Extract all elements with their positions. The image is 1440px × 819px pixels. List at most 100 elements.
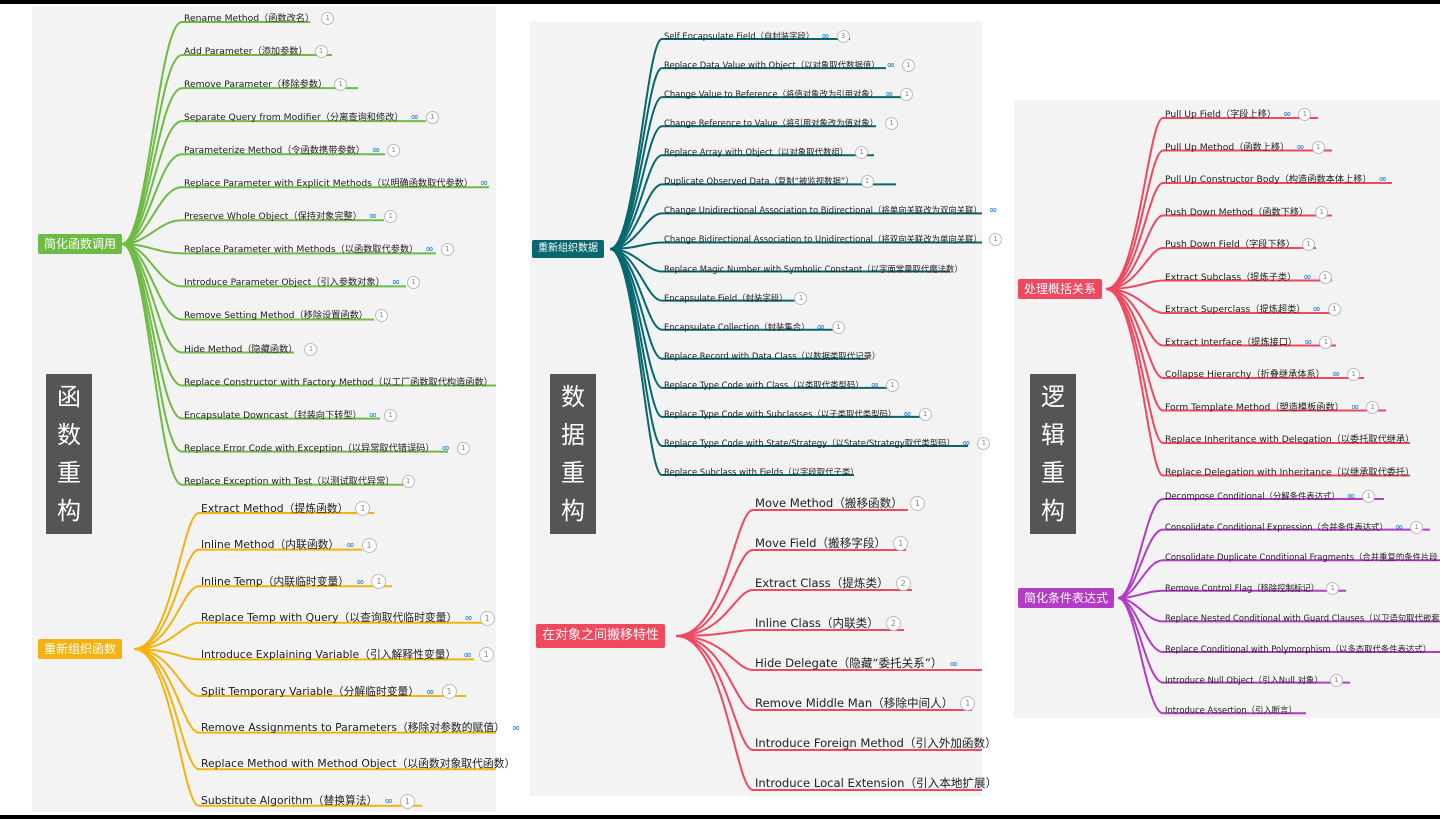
branch-node[interactable]: 简化条件表达式 bbox=[1018, 588, 1115, 608]
topic-item[interactable]: Hide Delegate（隐藏“委托关系”）∞ bbox=[755, 656, 958, 672]
link-icon[interactable]: ∞ bbox=[870, 379, 879, 391]
link-icon[interactable]: ∞ bbox=[1350, 401, 1360, 413]
topic-item[interactable]: Replace Subclass with Fields（以字段取代子类） bbox=[664, 465, 859, 479]
count-badge[interactable]: 1 bbox=[304, 342, 318, 356]
count-badge[interactable]: 1 bbox=[794, 291, 808, 305]
count-badge[interactable]: 1 bbox=[1319, 335, 1333, 349]
count-badge[interactable]: 1 bbox=[1366, 400, 1380, 414]
link-icon[interactable]: ∞ bbox=[1296, 141, 1305, 153]
link-icon[interactable]: ∞ bbox=[886, 60, 895, 72]
topic-item[interactable]: Decompose Conditional（分解条件表达式）∞1 bbox=[1165, 489, 1376, 504]
topic-item[interactable]: Parameterize Method（令函数携带参数）∞1 bbox=[184, 144, 401, 158]
topic-item[interactable]: Remove Middle Man（移除中间人）1 bbox=[755, 696, 976, 711]
link-icon[interactable]: ∞ bbox=[410, 112, 419, 124]
topic-item[interactable]: Pull Up Method（函数上移）∞1 bbox=[1165, 140, 1325, 155]
link-icon[interactable]: ∞ bbox=[1304, 336, 1313, 348]
topic-item[interactable]: Change Bidirectional Association to Unid… bbox=[664, 232, 1002, 247]
count-badge[interactable]: 2 bbox=[885, 616, 901, 631]
count-badge[interactable]: 1 bbox=[909, 496, 925, 511]
count-badge[interactable]: 1 bbox=[1329, 673, 1343, 687]
link-icon[interactable]: ∞ bbox=[368, 409, 378, 421]
topic-item[interactable]: Introduce Null Object（引入Null 对象）1 bbox=[1165, 673, 1343, 687]
topic-item[interactable]: Encapsulate Downcast（封装向下转型）∞1 bbox=[184, 408, 398, 423]
topic-item[interactable]: Remove Assignments to Parameters（移除对参数的赋… bbox=[201, 721, 520, 736]
count-badge[interactable]: 1 bbox=[361, 537, 377, 553]
branch-node[interactable]: 处理概括关系 bbox=[1018, 279, 1103, 299]
link-icon[interactable]: ∞ bbox=[1394, 521, 1404, 533]
count-badge[interactable]: 1 bbox=[1347, 368, 1361, 381]
topic-item[interactable]: Pull Up Constructor Body（构造函数本体上移）∞ bbox=[1165, 173, 1387, 187]
count-badge[interactable]: 1 bbox=[901, 59, 915, 73]
count-badge[interactable]: 1 bbox=[334, 78, 348, 92]
topic-item[interactable]: Replace Parameter with Explicit Methods（… bbox=[184, 177, 488, 191]
topic-item[interactable]: Change Value to Reference（将值对象改为引用对象）∞1 bbox=[664, 87, 914, 102]
topic-item[interactable]: Consolidate Duplicate Conditional Fragme… bbox=[1165, 550, 1438, 564]
topic-item[interactable]: Introduce Foreign Method（引入外加函数） bbox=[755, 736, 997, 750]
link-icon[interactable]: ∞ bbox=[425, 244, 434, 256]
topic-item[interactable]: Extract Class（提炼类）2 bbox=[755, 576, 911, 591]
count-badge[interactable]: 1 bbox=[407, 276, 421, 290]
link-icon[interactable]: ∞ bbox=[1331, 369, 1341, 380]
count-badge[interactable]: 1 bbox=[425, 111, 439, 125]
topic-item[interactable]: Inline Method（内联函数）∞1 bbox=[201, 537, 377, 554]
topic-item[interactable]: Extract Superclass（提炼超类）∞1 bbox=[1165, 303, 1341, 317]
topic-item[interactable]: Replace Magic Number with Symbolic Const… bbox=[664, 262, 963, 276]
link-icon[interactable]: ∞ bbox=[368, 211, 378, 223]
count-badge[interactable]: 1 bbox=[977, 436, 991, 450]
count-badge[interactable]: 1 bbox=[441, 684, 457, 699]
topic-item[interactable]: Replace Type Code with Subclasses（以子类取代类… bbox=[664, 407, 932, 422]
topic-item[interactable]: Pull Up Field（字段上移）∞1 bbox=[1165, 108, 1312, 122]
link-icon[interactable]: ∞ bbox=[441, 442, 450, 454]
count-badge[interactable]: 1 bbox=[387, 144, 401, 158]
topic-item[interactable]: Introduce Assertion（引入断言） bbox=[1165, 703, 1297, 717]
branch-node[interactable]: 简化函数调用 bbox=[38, 234, 123, 254]
count-badge[interactable]: 1 bbox=[371, 574, 387, 590]
topic-item[interactable]: Remove Parameter（移除参数）1 bbox=[184, 78, 348, 92]
topic-item[interactable]: Substitute Algorithm（替换算法）∞1 bbox=[201, 793, 415, 810]
topic-item[interactable]: Replace Type Code with Class（以类取代类型码）∞1 bbox=[664, 378, 899, 393]
topic-item[interactable]: Duplicate Observed Data（复制“被监视数据”）1 bbox=[664, 174, 874, 189]
topic-item[interactable]: Introduce Local Extension（引入本地扩展） bbox=[755, 776, 997, 790]
topic-item[interactable]: Replace Record with Data Class（以数据类取代记录） bbox=[664, 349, 880, 363]
topic-item[interactable]: Collapse Hierarchy（折叠继承体系）∞1 bbox=[1165, 368, 1361, 382]
link-icon[interactable]: ∞ bbox=[391, 277, 401, 289]
link-icon[interactable]: ∞ bbox=[356, 576, 365, 588]
topic-item[interactable]: Change Reference to Value（将引用对象改为值对象）1 bbox=[664, 116, 899, 131]
count-badge[interactable]: 1 bbox=[374, 309, 388, 323]
count-badge[interactable]: 3 bbox=[836, 30, 850, 43]
link-icon[interactable]: ∞ bbox=[480, 178, 489, 190]
topic-item[interactable]: Move Method（搬移函数）1 bbox=[755, 496, 925, 511]
count-badge[interactable]: 1 bbox=[355, 501, 371, 516]
count-badge[interactable]: 1 bbox=[1410, 520, 1424, 534]
count-badge[interactable]: 1 bbox=[855, 146, 869, 160]
count-badge[interactable]: 1 bbox=[440, 243, 454, 257]
count-badge[interactable]: 1 bbox=[384, 408, 398, 422]
topic-item[interactable]: Extract Subclass（提炼子类）∞1 bbox=[1165, 270, 1332, 285]
count-badge[interactable]: 1 bbox=[314, 45, 328, 59]
topic-item[interactable]: Push Down Method（函数下移）1 bbox=[1165, 205, 1329, 220]
count-badge[interactable]: 1 bbox=[893, 536, 909, 551]
topic-item[interactable]: Push Down Field（字段下移）1 bbox=[1165, 238, 1316, 252]
count-badge[interactable]: 1 bbox=[1326, 581, 1340, 595]
link-icon[interactable]: ∞ bbox=[346, 540, 355, 552]
link-icon[interactable]: ∞ bbox=[463, 649, 472, 661]
topic-item[interactable]: Replace Array with Object（以对象取代数组）1 bbox=[664, 145, 869, 160]
count-badge[interactable]: 1 bbox=[1318, 270, 1332, 284]
count-badge[interactable]: 1 bbox=[988, 233, 1002, 247]
link-icon[interactable]: ∞ bbox=[885, 89, 894, 101]
count-badge[interactable]: 1 bbox=[384, 210, 398, 224]
link-icon[interactable]: ∞ bbox=[903, 408, 912, 420]
topic-item[interactable]: Encapsulate Collection（封装集合）∞1 bbox=[664, 320, 845, 335]
link-icon[interactable]: ∞ bbox=[1378, 174, 1387, 185]
branch-node[interactable]: 重新组织数据 bbox=[532, 240, 604, 258]
topic-item[interactable]: Replace Inheritance with Delegation（以委托取… bbox=[1165, 433, 1414, 447]
topic-item[interactable]: Split Temporary Variable（分解临时变量）∞1 bbox=[201, 684, 457, 700]
topic-item[interactable]: Replace Error Code with Exception（以异常取代错… bbox=[184, 441, 470, 456]
link-icon[interactable]: ∞ bbox=[1283, 109, 1292, 120]
topic-item[interactable]: Replace Data Value with Object（以对象取代数据值）… bbox=[664, 58, 915, 73]
topic-item[interactable]: Replace Constructor with Factory Method（… bbox=[184, 376, 493, 390]
count-badge[interactable]: 2 bbox=[895, 576, 911, 591]
count-badge[interactable]: 1 bbox=[885, 117, 899, 131]
count-badge[interactable]: 1 bbox=[831, 320, 845, 334]
link-icon[interactable]: ∞ bbox=[816, 321, 825, 333]
